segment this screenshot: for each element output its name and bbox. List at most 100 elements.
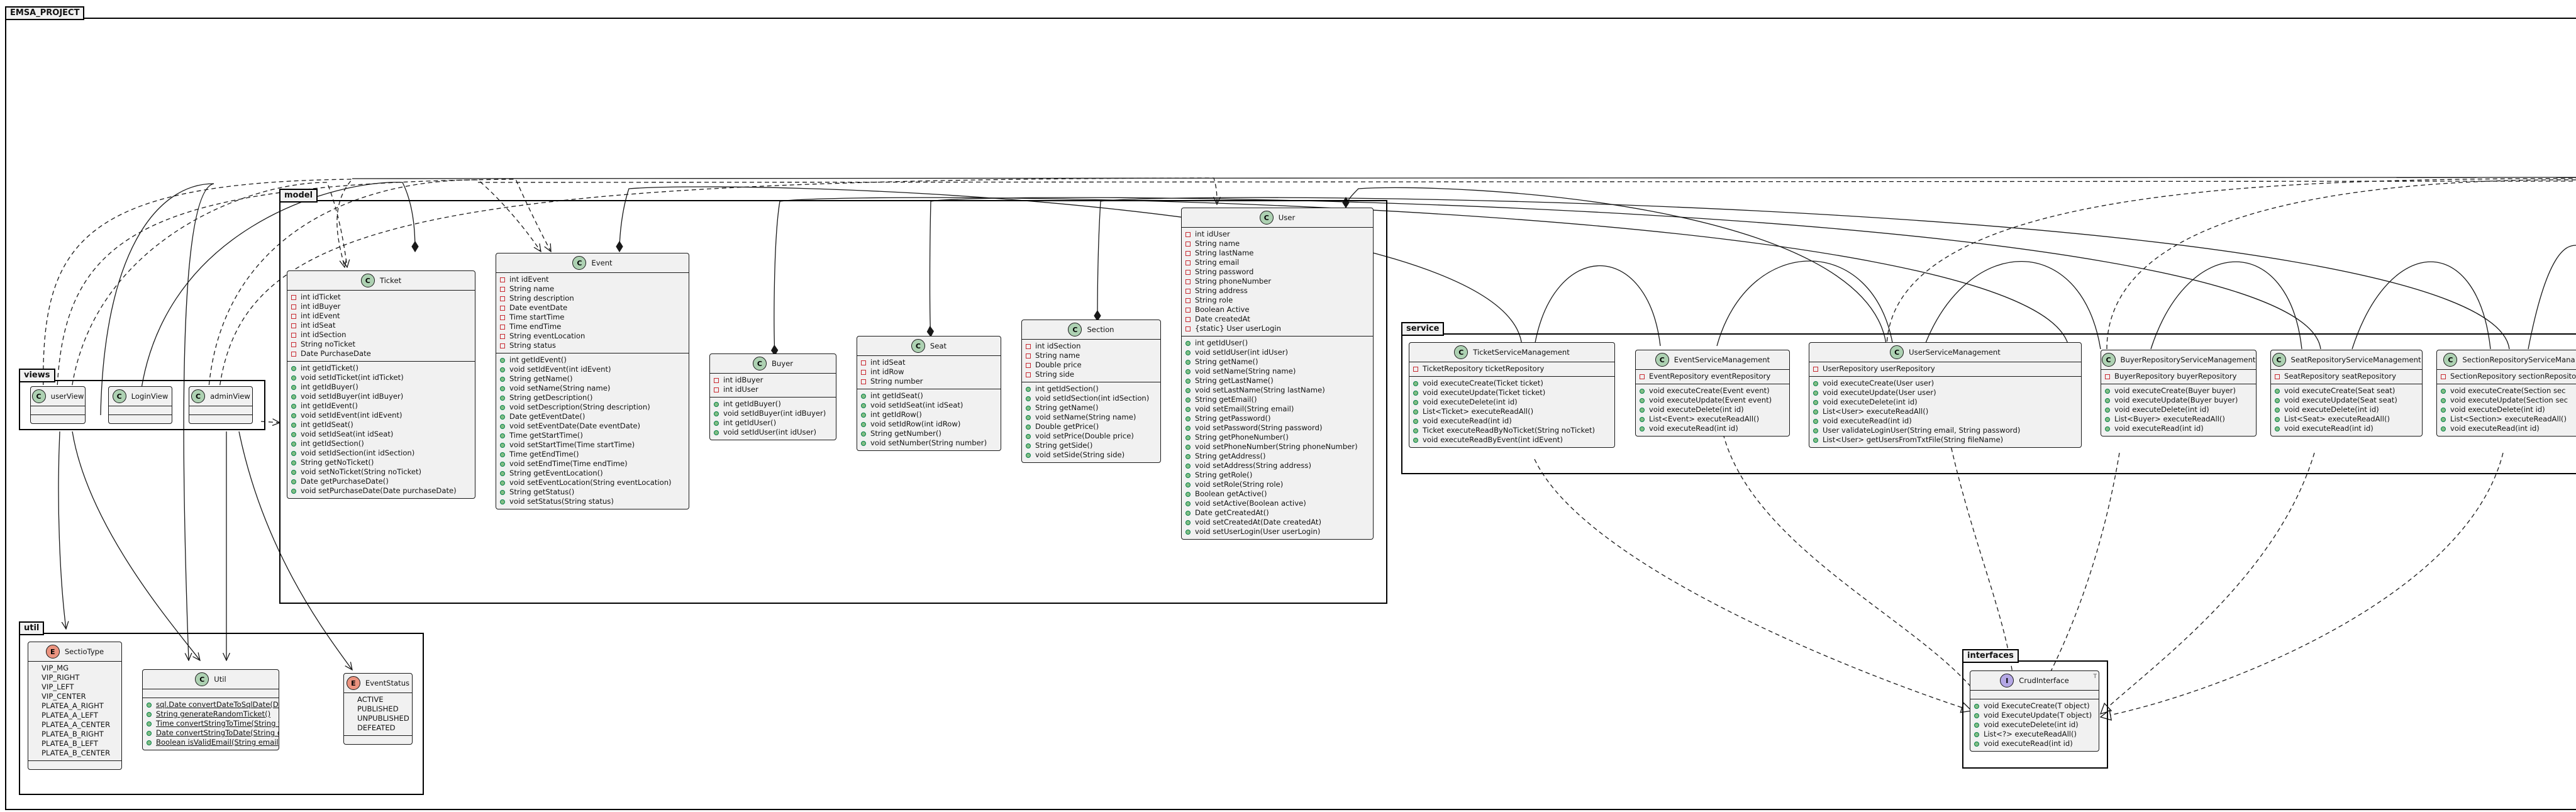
public-marker-icon [1026,443,1031,448]
public-marker-icon [291,394,296,399]
member-text: String email [1195,258,1240,267]
public-marker-icon [1185,510,1191,516]
class-icon: C [1454,345,1468,359]
member-text: void executeUpdate(User user) [1823,388,1936,397]
methods-section: int getIdEvent()void setIdEvent(int idEv… [496,353,689,509]
package-emsa-project [5,18,2576,810]
public-marker-icon [500,357,505,363]
public-marker-icon [1185,491,1191,497]
member-text: Date getEventDate() [509,412,586,421]
member-text: String name [509,284,555,293]
member-text: String getSide() [1035,441,1093,450]
class-field: PLATEA_A_CENTER [32,720,118,730]
class-method: Double getPrice() [1026,422,1157,431]
private-marker-icon [861,369,866,375]
private-marker-icon [1185,260,1191,265]
class-field: int idRow [861,367,997,377]
edge-userView-Ticket [43,179,353,416]
member-text: SeatRepository seatRepository [2284,372,2396,381]
public-marker-icon [500,461,505,467]
package-util [19,633,424,795]
class-field: String number [861,377,997,386]
member-text: int getIdBuyer() [723,399,781,408]
private-marker-icon [1185,288,1191,294]
class-method: void executeDelete(int id) [1640,405,1785,414]
public-marker-icon [2441,407,2446,413]
member-text: Time endTime [509,322,562,331]
class-field: PLATEA_B_RIGHT [32,730,118,739]
class-field: String side [1026,370,1157,379]
public-marker-icon [1185,425,1191,431]
class-method: String getEventLocation() [500,469,685,478]
member-text: void setNoTicket(String noTicket) [301,467,422,476]
private-marker-icon [291,313,296,319]
member-text: Date getPurchaseDate() [301,477,389,486]
public-marker-icon [2105,426,2110,431]
member-text: ACTIVE [357,695,384,704]
class-field: String email [1185,258,1369,267]
public-marker-icon [1640,388,1645,394]
private-marker-icon [1185,279,1191,284]
methods-section [189,415,252,423]
public-marker-icon [1026,452,1031,458]
class-method: void executeCreate(User user) [1813,379,2077,388]
class-name: EventStatus [365,678,410,687]
member-text: String getAddress() [1195,452,1266,460]
public-marker-icon [1026,386,1031,392]
member-text: String side [1035,370,1075,379]
class-method: void setEventDate(Date eventDate) [500,421,685,431]
class-method: void setActive(Boolean active) [1185,499,1369,508]
edge-real-seat [2101,452,2315,714]
public-marker-icon [147,702,152,708]
member-text: void executeUpdate(Ticket ticket) [1423,388,1546,397]
class-field: String description [500,294,685,303]
class-method: String getSide() [1026,441,1157,450]
public-marker-icon [2441,416,2446,422]
public-marker-icon [1640,416,1645,422]
private-marker-icon [1185,241,1191,247]
class-field: PLATEA_A_RIGHT [32,701,118,711]
class-icon: C [572,256,587,270]
member-text: int idSection [1035,342,1081,350]
public-marker-icon [2275,398,2280,403]
member-text: void ExecuteUpdate(T object) [1984,711,2092,720]
member-text: VIP_LEFT [42,682,74,691]
member-text: String getEmail() [1195,395,1257,404]
class-method: Boolean getActive() [1185,489,1369,499]
private-marker-icon [500,296,505,301]
class-name: Seat [930,341,947,350]
class-method: void setSide(String side) [1026,450,1157,460]
member-text: int getIdSection() [1035,384,1099,393]
class-field: VIP_MG [32,664,118,673]
public-marker-icon [1813,428,1818,433]
private-marker-icon [2275,374,2280,379]
public-marker-icon [1413,418,1418,424]
member-text: void setLastName(String lastName) [1195,386,1325,394]
member-text: String lastName [1195,248,1254,257]
class-method: int getIdUser() [714,418,832,428]
edge-arc-ss-secs [2351,261,2491,350]
fields-section: SeatRepository seatRepository [2271,370,2422,384]
